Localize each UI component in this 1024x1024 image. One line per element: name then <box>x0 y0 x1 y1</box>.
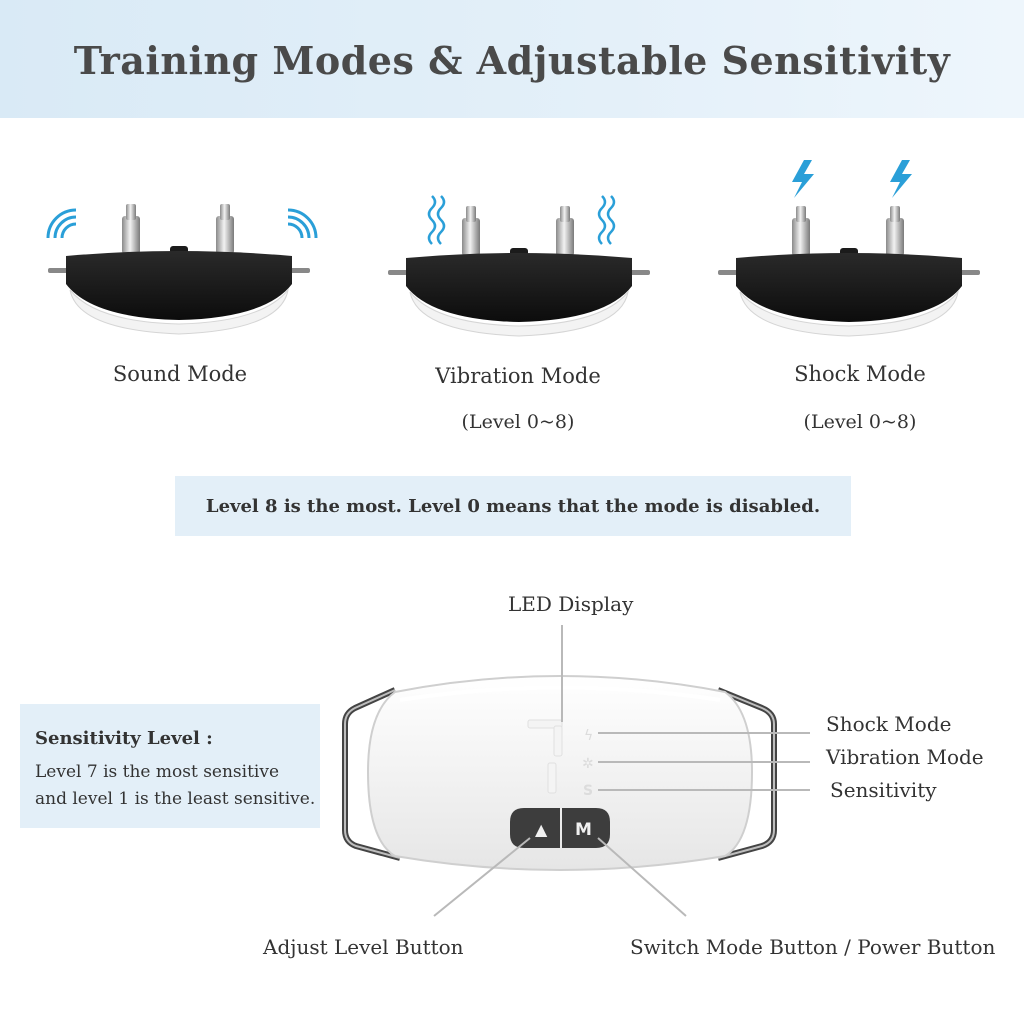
leader-lines <box>433 625 810 917</box>
sensitivity-info-box: Sensitivity Level : Level 7 is the most … <box>20 704 320 828</box>
shock-mode-label: Shock Mode <box>794 362 926 386</box>
title-banner: Training Modes & Adjustable Sensitivity <box>0 0 1024 118</box>
callout-shock-mode: Shock Mode <box>826 712 952 736</box>
led-display <box>527 719 563 794</box>
callout-sensitivity: Sensitivity <box>830 778 937 802</box>
vibration-waves-icon <box>427 195 616 245</box>
callout-switch-mode-button: Switch Mode Button / Power Button <box>630 935 996 959</box>
shock-mode-device <box>717 205 981 337</box>
vibration-mode-level: (Level 0~8) <box>461 411 575 433</box>
level-note: Level 8 is the most. Level 0 means that … <box>175 476 851 536</box>
sensitivity-indicator: S <box>583 783 593 799</box>
page-title: Training Modes & Adjustable Sensitivity <box>73 38 951 83</box>
adjust-level-button[interactable]: ▲ <box>510 808 560 848</box>
sensitivity-line-2: and level 1 is the least sensitive. <box>35 789 316 809</box>
level-note-text: Level 8 is the most. Level 0 means that … <box>205 495 821 517</box>
receiver-unit <box>342 675 777 871</box>
sound-waves-icon <box>46 208 318 239</box>
callout-adjust-level-button: Adjust Level Button <box>263 935 464 959</box>
vibration-mode-device <box>387 205 651 337</box>
sensitivity-title: Sensitivity Level : <box>35 728 213 749</box>
switch-mode-symbol: M <box>575 820 592 840</box>
vibration-mode-label: Vibration Mode <box>435 364 601 388</box>
callout-led-display: LED Display <box>508 592 634 616</box>
sound-mode-label: Sound Mode <box>112 362 248 386</box>
vibration-indicator: ✲ <box>582 756 594 772</box>
sensitivity-line-1: Level 7 is the most sensitive <box>35 762 280 782</box>
adjust-level-symbol: ▲ <box>535 820 548 839</box>
shock-mode-level: (Level 0~8) <box>803 411 917 433</box>
sound-mode-device <box>47 203 311 335</box>
lightning-bolt-icon <box>792 160 912 198</box>
callout-vibration-mode: Vibration Mode <box>826 745 984 769</box>
shock-indicator: ϟ <box>584 728 593 744</box>
